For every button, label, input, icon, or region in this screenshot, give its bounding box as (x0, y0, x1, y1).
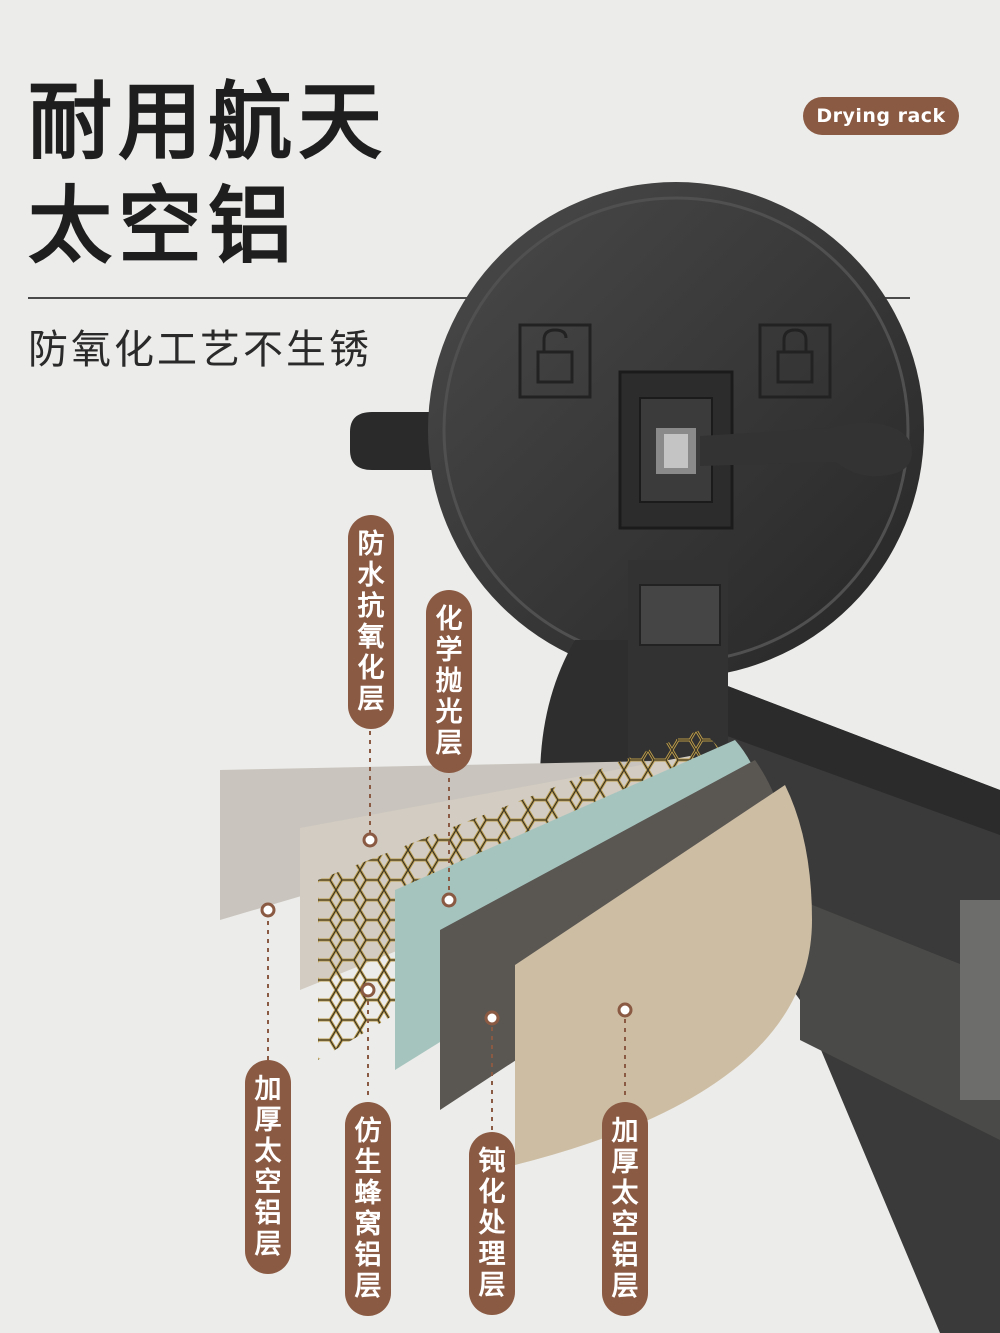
headline-line-1: 耐用航天 (28, 73, 389, 171)
leader-lines (267, 695, 626, 1130)
label-passivation-layer: 钝化处理层 (469, 1132, 515, 1315)
headline: 耐用航天 太空铝 (28, 70, 388, 278)
label-thick-aluminum-left: 加厚太空铝层 (245, 1060, 291, 1274)
label-waterproof-layer: 防水抗氧化层 (348, 515, 394, 729)
layer-beige (515, 785, 812, 1165)
clamp-lever-icon (618, 370, 912, 530)
category-badge: Drying rack (803, 97, 959, 135)
leader-dots (260, 832, 633, 1026)
headline-line-2: 太空铝 (28, 177, 299, 275)
label-honeycomb-layer: 仿生蜂窝铝层 (345, 1102, 391, 1316)
label-thick-aluminum-right: 加厚太空铝层 (602, 1102, 648, 1316)
subtitle: 防氧化工艺不生锈 (28, 327, 372, 373)
lock-closed-icon (758, 323, 832, 399)
lock-open-icon (518, 323, 592, 399)
label-chemical-polish-layer: 化学抛光层 (426, 590, 472, 773)
